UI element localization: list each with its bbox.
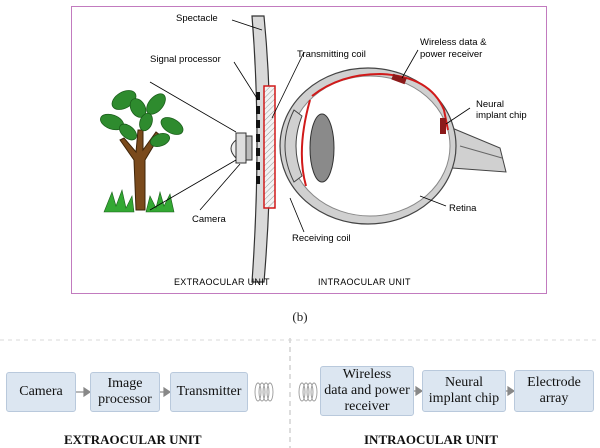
tree-illustration bbox=[100, 90, 184, 213]
label-camera: Camera bbox=[192, 214, 227, 225]
block-camera-label: Camera bbox=[19, 384, 63, 399]
block-intraocular-label: INTRAOCULAR UNIT bbox=[364, 432, 498, 447]
camera-illustration bbox=[230, 132, 253, 164]
label-wireless-receiver-2: power receiver bbox=[420, 49, 482, 60]
transmitting-coil bbox=[263, 85, 276, 209]
block-transmitter: Transmitter bbox=[170, 372, 248, 412]
block-neural-line2: implant chip bbox=[428, 391, 500, 406]
block-neural-chip: Neural implant chip bbox=[422, 370, 506, 412]
block-neural-line1: Neural bbox=[444, 375, 484, 390]
block-wireless-line1: Wireless bbox=[342, 367, 392, 382]
block-transmitter-label: Transmitter bbox=[176, 384, 242, 399]
eyeball-illustration bbox=[279, 67, 507, 225]
label-intraocular-unit: INTRAOCULAR UNIT bbox=[318, 277, 411, 287]
block-wireless-line3: receiver bbox=[344, 399, 390, 414]
label-neural-chip-1: Neural bbox=[476, 99, 504, 110]
label-transmitting-coil: Transmitting coil bbox=[297, 49, 366, 60]
block-camera: Camera bbox=[6, 372, 76, 412]
figure-caption: (b) bbox=[292, 309, 308, 324]
block-extraocular-label: EXTRAOCULAR UNIT bbox=[64, 432, 202, 447]
block-image-processor-line2: processor bbox=[98, 392, 152, 407]
block-image-processor: Image processor bbox=[90, 372, 160, 412]
transmitter-coil-icon bbox=[254, 382, 274, 402]
block-wireless-receiver: Wireless data and power receiver bbox=[320, 366, 414, 416]
label-signal-processor: Signal processor bbox=[150, 54, 221, 65]
neural-implant-chip bbox=[440, 118, 446, 134]
wireless-receiver-chip bbox=[391, 73, 407, 85]
label-neural-chip-2: implant chip bbox=[476, 110, 527, 121]
label-receiving-coil: Receiving coil bbox=[292, 233, 351, 244]
label-extraocular-unit: EXTRAOCULAR UNIT bbox=[174, 277, 270, 287]
receiver-coil-icon bbox=[298, 382, 318, 402]
block-electrode-line2: array bbox=[539, 391, 569, 406]
label-spectacle: Spectacle bbox=[176, 13, 218, 24]
block-electrode-line1: Electrode bbox=[527, 375, 581, 390]
block-wireless-line2: data and power bbox=[324, 383, 410, 398]
label-retina: Retina bbox=[449, 203, 477, 214]
block-image-processor-line1: Image bbox=[107, 376, 143, 391]
signal-processor bbox=[256, 92, 260, 184]
label-wireless-receiver-1: Wireless data & bbox=[420, 37, 487, 48]
block-electrode-array: Electrode array bbox=[514, 370, 594, 412]
